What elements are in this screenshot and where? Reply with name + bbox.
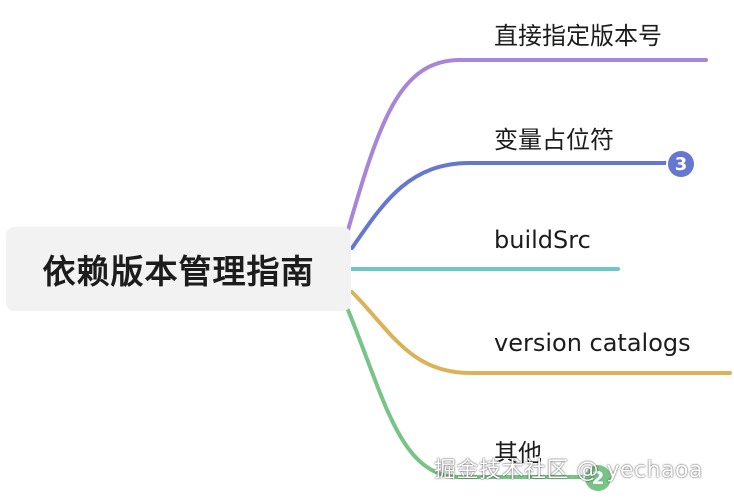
branch-connector-1: [346, 58, 708, 232]
branch-connector-5: [346, 308, 600, 479]
branch-topic-1[interactable]: 直接指定版本号: [494, 22, 662, 50]
collapsed-count-badge-2[interactable]: 3: [668, 151, 694, 177]
root-topic[interactable]: 依赖版本管理指南: [6, 227, 351, 311]
collapsed-count-badge-5[interactable]: 2: [585, 465, 611, 491]
root-topic-label: 依赖版本管理指南: [42, 252, 315, 291]
branch-topic-4[interactable]: version catalogs: [494, 329, 691, 357]
branch-connector-4: [350, 290, 732, 375]
branch-connector-2: [350, 161, 682, 250]
branch-topic-3[interactable]: buildSrc: [494, 226, 591, 254]
branch-topic-5[interactable]: 其他: [494, 439, 542, 467]
watermark: 掘金技术社区 @ yechaoa: [434, 458, 704, 483]
branch-topic-2[interactable]: 变量占位符: [494, 126, 614, 154]
